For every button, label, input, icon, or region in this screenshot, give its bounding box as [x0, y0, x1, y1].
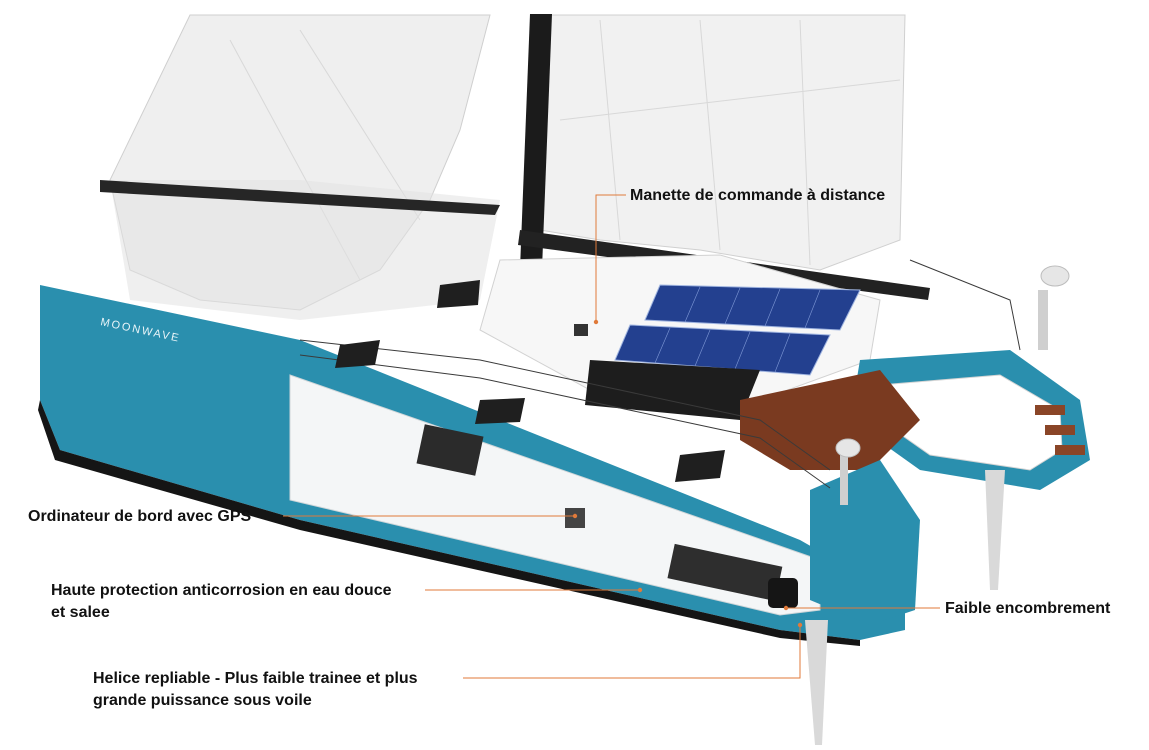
leader-manette: [595, 194, 626, 322]
callout-protection: Haute protection anticorrosion en eau do…: [51, 580, 392, 624]
callout-helice-line-2: grande puissance sous voile: [93, 692, 312, 709]
callout-helice: Helice repliable - Plus faible trainee e…: [93, 668, 418, 712]
callout-encombrement-line-1: Faible encombrement: [945, 600, 1111, 617]
callout-protection-line-1: Haute protection anticorrosion en eau do…: [51, 582, 392, 599]
deck-hatches: [335, 280, 725, 482]
battery-pack: [667, 543, 783, 602]
motor-unit: [768, 578, 798, 608]
engine-block: [416, 424, 484, 476]
callout-ordinateur-line-1: Ordinateur de bord avec GPS: [28, 508, 252, 525]
callout-ordinateur: Ordinateur de bord avec GPS: [28, 506, 251, 528]
callout-helice-line-1: Helice repliable - Plus faible trainee e…: [93, 670, 418, 687]
rudder-port: [805, 620, 828, 745]
sail-seams: [229, 19, 901, 281]
leader-lines: [283, 194, 940, 679]
leader-helice: [463, 625, 801, 679]
mainsail: [539, 14, 906, 271]
callout-manette-line-1: Manette de commande à distance: [630, 187, 886, 204]
callout-encombrement: Faible encombrement: [945, 598, 1110, 620]
trampoline-net: [110, 180, 500, 320]
remote-lever: [574, 324, 588, 336]
callout-manette: Manette de commande à distance: [630, 185, 885, 207]
cabin-window: [585, 360, 760, 420]
leader-dots: [572, 319, 803, 628]
wood-deck: [740, 370, 920, 470]
callout-protection-line-2: et salee: [51, 604, 110, 621]
stern-pod: [810, 460, 920, 625]
rudder-starboard: [985, 470, 1005, 590]
solar-panels: [614, 284, 861, 376]
cross-beam: [100, 180, 500, 215]
antennas: [835, 265, 1070, 505]
railings: [299, 259, 1021, 489]
